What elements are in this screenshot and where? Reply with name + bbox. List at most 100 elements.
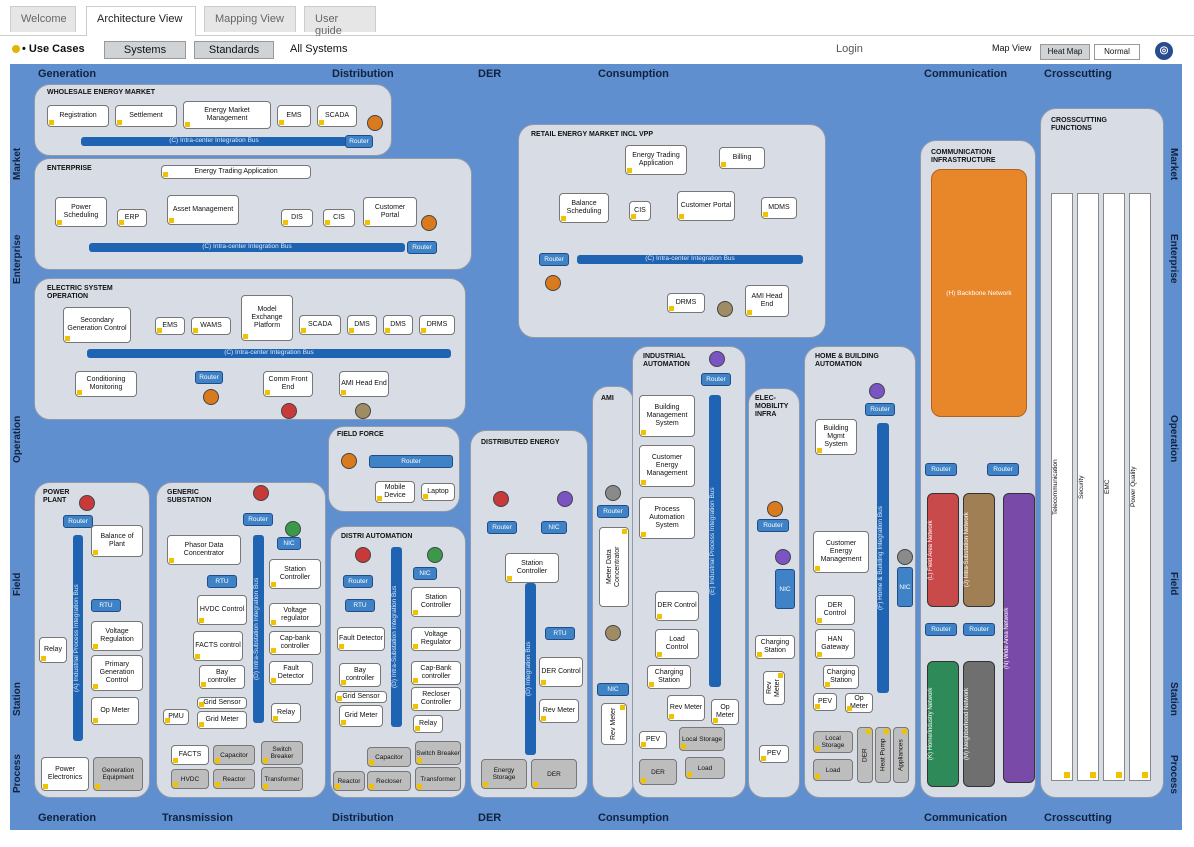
- system-charging-station[interactable]: Charging Station: [647, 665, 691, 689]
- device-mobile[interactable]: Mobile Device: [375, 481, 415, 503]
- system-voltage-regulator[interactable]: Voltage regulator: [269, 603, 321, 627]
- panel-retail-energy-market[interactable]: RETAIL ENERGY MARKET INCL VPP Energy Tra…: [518, 124, 826, 338]
- gateway-circle-icon[interactable]: [367, 115, 383, 131]
- system-der[interactable]: DER: [639, 759, 677, 785]
- system-load[interactable]: Load: [685, 757, 725, 779]
- system-energy-market-management[interactable]: Energy Market Management: [183, 101, 271, 129]
- system-grid-meter[interactable]: Grid Meter: [197, 711, 247, 729]
- router[interactable]: Router: [701, 373, 731, 386]
- system-balance-scheduling[interactable]: Balance Scheduling: [559, 193, 609, 223]
- gateway-circle-icon[interactable]: [605, 485, 621, 501]
- system-generation-equipment[interactable]: Generation Equipment: [93, 757, 143, 791]
- system-ems[interactable]: EMS: [277, 105, 311, 127]
- system-rev-meter[interactable]: Rev Meter: [667, 695, 705, 721]
- crosscutting-power-quality[interactable]: Power Quality: [1129, 193, 1151, 781]
- all-systems-label[interactable]: All Systems: [290, 43, 348, 55]
- systems-button[interactable]: Systems: [104, 41, 186, 59]
- gateway-circle-icon[interactable]: [341, 453, 357, 469]
- gateway-circle-icon[interactable]: [281, 403, 297, 419]
- panel-elec-mobility-infra[interactable]: ELEC-MOBILITY INFRA Router NIC Charging …: [748, 388, 800, 798]
- gateway-circle-icon[interactable]: [869, 383, 885, 399]
- system-op-meter[interactable]: Op Meter: [711, 699, 739, 725]
- panel-power-plant[interactable]: POWER PLANT Router (A) Industrial Proces…: [34, 482, 150, 798]
- system-registration[interactable]: Registration: [47, 105, 109, 127]
- tab-user-guide[interactable]: User guide: [304, 6, 376, 37]
- backbone-network[interactable]: (H) Backbone Network: [931, 169, 1027, 417]
- system-station-controller[interactable]: Station Controller: [269, 559, 321, 589]
- crosscutting-emc[interactable]: EMC: [1103, 193, 1125, 781]
- system-dms-2[interactable]: DMS: [383, 315, 413, 335]
- system-transformer[interactable]: Transformer: [415, 767, 461, 791]
- system-bay-controller[interactable]: Bay controller: [199, 665, 245, 689]
- system-hvdc-control[interactable]: HVDC Control: [197, 595, 247, 625]
- system-customer-energy-management[interactable]: Customer Energy Management: [639, 445, 695, 487]
- system-power-electronics[interactable]: Power Electronics: [41, 757, 89, 791]
- panel-communication-infrastructure[interactable]: COMMUNICATION INFRASTRUCTURE (H) Backbon…: [920, 140, 1036, 798]
- router[interactable]: Router: [963, 623, 995, 636]
- system-erp[interactable]: ERP: [117, 209, 147, 227]
- router[interactable]: Router: [597, 505, 629, 518]
- panel-crosscutting-functions[interactable]: CROSSCUTTING FUNCTIONS Telecommunication…: [1040, 108, 1164, 798]
- rtu[interactable]: RTU: [91, 599, 121, 612]
- panel-generic-substation[interactable]: GENERIC SUBSTATION Router NIC (D) Intra-…: [156, 482, 326, 798]
- router[interactable]: Router: [925, 463, 957, 476]
- normal-button[interactable]: Normal: [1094, 44, 1140, 60]
- system-comm-front-end[interactable]: Comm Front End: [263, 371, 313, 397]
- tab-mapping-view[interactable]: Mapping View: [204, 6, 296, 32]
- router[interactable]: Router: [865, 403, 895, 416]
- system-station-controller[interactable]: Station Controller: [411, 587, 461, 617]
- system-op-meter[interactable]: Op Meter: [91, 697, 139, 725]
- system-load-control[interactable]: Load Control: [655, 629, 699, 659]
- system-billing[interactable]: Billing: [719, 147, 765, 169]
- system-der-control[interactable]: DER Control: [539, 657, 583, 687]
- system-balance-of-plant[interactable]: Balance of Plant: [91, 525, 143, 557]
- system-rev-meter[interactable]: Rev Meter: [763, 671, 785, 705]
- gateway-circle-icon[interactable]: [253, 485, 269, 501]
- system-local-storage[interactable]: Local Storage: [813, 731, 853, 753]
- router[interactable]: Router: [343, 575, 373, 588]
- nic[interactable]: NIC: [541, 521, 567, 534]
- system-hvdc[interactable]: HVDC: [171, 769, 209, 789]
- system-building-mgmt[interactable]: Building Mgmt System: [815, 419, 857, 455]
- system-capacitor[interactable]: Capacitor: [367, 747, 411, 767]
- router[interactable]: Router: [243, 513, 273, 526]
- gateway-circle-icon[interactable]: [709, 351, 725, 367]
- router[interactable]: Router: [407, 241, 437, 254]
- system-station-controller[interactable]: Station Controller: [505, 553, 559, 583]
- system-der-control[interactable]: DER Control: [655, 591, 699, 621]
- tab-welcome[interactable]: Welcome: [10, 6, 76, 32]
- nic[interactable]: NIC: [775, 569, 795, 609]
- system-model-exchange-platform[interactable]: Model Exchange Platform: [241, 295, 293, 341]
- gateway-circle-icon[interactable]: [775, 549, 791, 565]
- panel-industrial-automation[interactable]: INDUSTRIAL AUTOMATION Router (E) Industr…: [632, 346, 746, 798]
- system-pev[interactable]: PEV: [759, 745, 789, 763]
- system-primary-generation-control[interactable]: Primary Generation Control: [91, 655, 143, 691]
- system-switch-breaker[interactable]: Switch Breaker: [415, 741, 461, 765]
- system-asset-management[interactable]: Asset Management: [167, 195, 239, 225]
- system-der[interactable]: DER: [531, 759, 577, 789]
- system-cis[interactable]: CIS: [629, 201, 651, 221]
- tab-architecture-view[interactable]: Architecture View: [86, 6, 196, 37]
- router[interactable]: Router: [369, 455, 453, 468]
- rtu[interactable]: RTU: [345, 599, 375, 612]
- system-ami-head-end[interactable]: AMI Head End: [339, 371, 389, 397]
- gateway-circle-icon[interactable]: [79, 495, 95, 511]
- system-pev[interactable]: PEV: [639, 731, 667, 749]
- system-scada[interactable]: SCADA: [317, 105, 357, 127]
- system-load[interactable]: Load: [813, 759, 853, 781]
- system-facts[interactable]: FACTS: [171, 745, 209, 765]
- nic[interactable]: NIC: [277, 537, 301, 550]
- system-der-control[interactable]: DER Control: [815, 595, 855, 625]
- system-pmu[interactable]: PMU: [163, 709, 189, 725]
- nic[interactable]: NIC: [897, 567, 913, 607]
- gateway-circle-icon[interactable]: [557, 491, 573, 507]
- router[interactable]: Router: [539, 253, 569, 266]
- router[interactable]: Router: [925, 623, 957, 636]
- system-charging-station[interactable]: Charging Station: [823, 665, 859, 689]
- system-drms[interactable]: DRMS: [419, 315, 455, 335]
- system-pev[interactable]: PEV: [813, 693, 837, 711]
- system-transformer[interactable]: Transformer: [261, 767, 303, 791]
- nic[interactable]: NIC: [413, 567, 437, 580]
- system-voltage-regulator[interactable]: Voltage Regulator: [411, 627, 461, 651]
- system-rev-meter[interactable]: Rev Meter: [539, 699, 579, 723]
